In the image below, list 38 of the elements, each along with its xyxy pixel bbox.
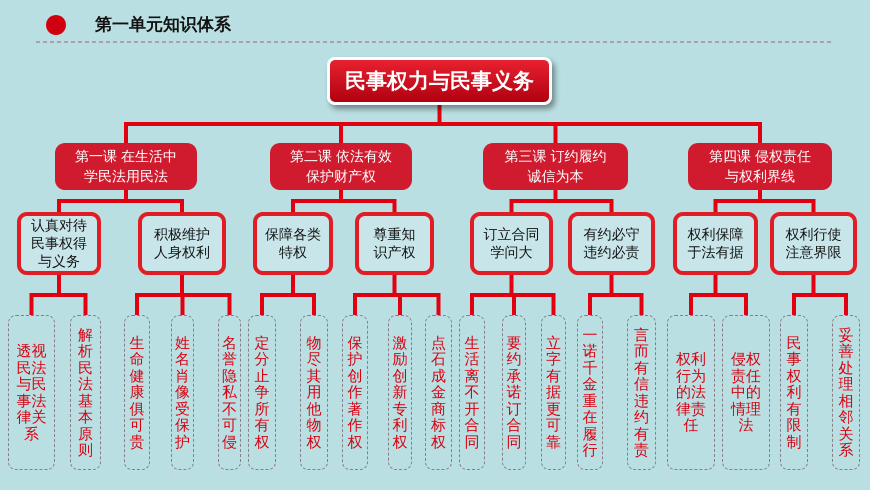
point-box: 一诺千金重在履行 [577, 315, 603, 470]
heading: 第一单元知识体系 [95, 14, 231, 36]
topic-box: 权利保障于法有据 [673, 212, 758, 275]
point-box: 民事权利有限制 [780, 315, 808, 470]
point-box: 点石成金商标权 [425, 315, 452, 470]
point-box: 名誉隐私不可侵 [218, 315, 241, 470]
topic-box: 保障各类特权 [253, 212, 333, 275]
point-box: 定分止争所有权 [248, 315, 276, 470]
point-box: 透视民法与民事法律关系 [8, 315, 55, 470]
point-box: 立字有据更可靠 [541, 315, 566, 470]
point-box: 生活离不开合同 [459, 315, 485, 470]
connector-line [610, 275, 644, 315]
point-box: 侵权责任中的情理法 [722, 315, 770, 470]
lesson-box: 第三课 订约履约诚信为本 [483, 143, 628, 190]
point-box: 权利行为的法律责任 [667, 315, 715, 470]
topic-box: 有约必守违约必责 [568, 212, 655, 275]
title-box: 民事权力与民事义务 [327, 57, 552, 105]
point-box: 激励创新专利权 [388, 315, 412, 470]
topic-box: 认真对待民事权得与义务 [17, 212, 101, 275]
lesson-box: 第四课 侵权责任与权利界线 [688, 143, 832, 190]
topic-box: 积极维护人身权利 [138, 212, 226, 275]
point-box: 解析民法基本原则 [70, 315, 101, 470]
point-box: 言而有信违约有责 [627, 315, 656, 470]
topic-box: 订立合同学问大 [470, 212, 553, 275]
point-box: 生命健康俱可贵 [124, 315, 150, 470]
connector-line [758, 190, 816, 212]
point-box: 妥善处理相邻关系 [832, 315, 860, 470]
connector-line [339, 190, 396, 212]
connector-line [438, 105, 762, 143]
topic-box: 尊重知识产权 [355, 212, 434, 275]
lesson-box: 第二课 依法有效保护财产权 [270, 143, 412, 190]
point-box: 物尽其用他物权 [300, 315, 328, 470]
topic-box: 权利行使注意界限 [770, 212, 857, 275]
point-box: 姓名肖像受保护 [171, 315, 194, 470]
point-box: 要约承诺订合同 [502, 315, 526, 470]
lesson-box: 第一课 在生活中学民法用民法 [55, 143, 197, 190]
point-box: 保护创作著作权 [342, 315, 368, 470]
connector-line [291, 275, 316, 315]
